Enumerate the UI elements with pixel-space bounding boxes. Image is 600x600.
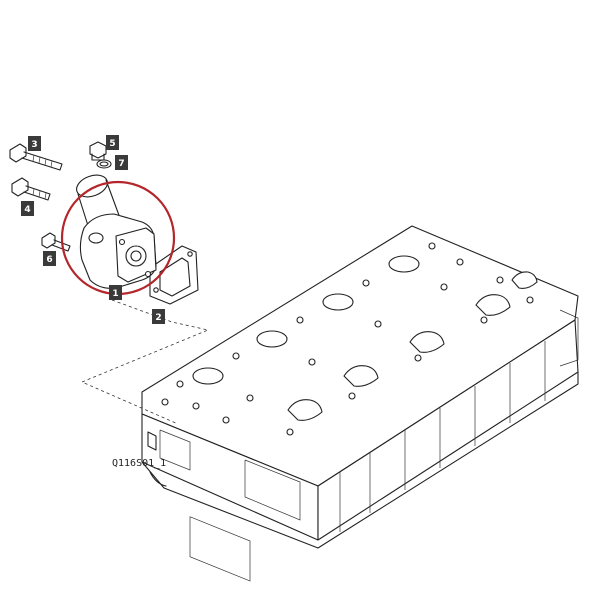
svg-text:7: 7: [118, 159, 124, 169]
callout-7: 7: [115, 155, 128, 170]
side-ribs: [339, 309, 579, 532]
svg-text:2: 2: [155, 313, 161, 323]
svg-text:1: 1: [112, 289, 118, 299]
callout-2: 2: [152, 309, 165, 324]
svg-text:4: 4: [24, 205, 30, 215]
svg-text:6: 6: [46, 255, 52, 265]
o-ring-7: [96, 159, 112, 169]
callout-6: 6: [43, 251, 56, 266]
cylinder-bores: [192, 255, 420, 385]
callout-3: 3: [28, 136, 41, 151]
callout-5: 5: [106, 135, 119, 150]
cylinder-head: [141, 225, 579, 582]
thermostat-housing: [76, 174, 157, 289]
small-holes: [161, 242, 534, 436]
bolt-3: [9, 143, 63, 171]
thermostat-gasket: [149, 245, 199, 305]
bolt-4: [11, 177, 51, 201]
bolt-6: [41, 232, 71, 252]
plug-5: [89, 141, 107, 161]
callout-4: 4: [21, 201, 34, 216]
figure-caption: Q116S01_1: [112, 458, 166, 469]
svg-text:5: 5: [109, 139, 115, 149]
callout-1: 1: [109, 285, 122, 300]
svg-text:3: 3: [31, 140, 37, 150]
valve-pockets: [287, 271, 538, 421]
